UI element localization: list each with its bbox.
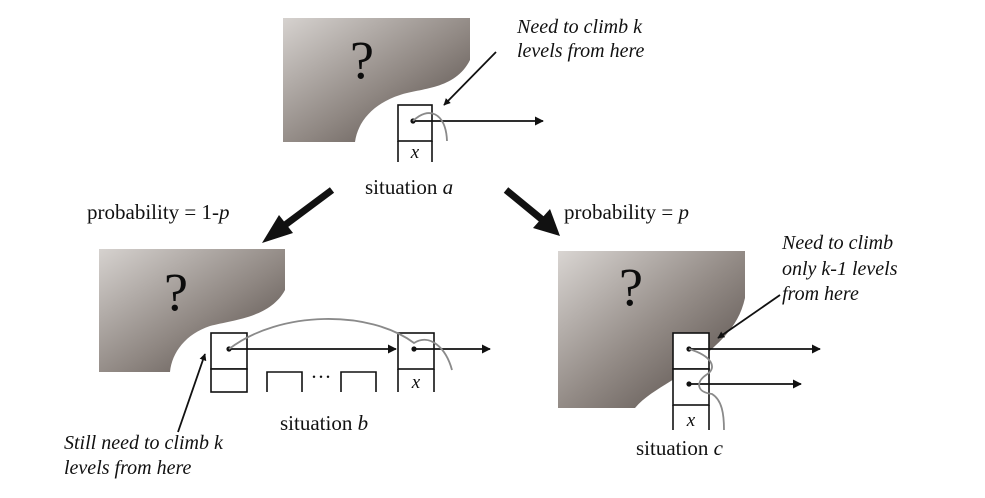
question-mark-b: ? bbox=[164, 262, 188, 322]
branch-right-var: p bbox=[677, 200, 690, 224]
situation-c-label: situation c bbox=[636, 436, 724, 460]
node-b-x-upper-cell bbox=[397, 332, 435, 370]
node-b-mid-1 bbox=[266, 371, 303, 392]
note-c-line-1: Need to climb bbox=[781, 232, 893, 254]
note-b-line-2: levels from here bbox=[64, 457, 191, 479]
branch-left-arrow-shaft bbox=[278, 187, 335, 231]
node-b-label: x bbox=[411, 372, 421, 393]
note-b-pointer bbox=[177, 353, 207, 433]
question-mark-a: ? bbox=[350, 30, 374, 90]
note-a-line-2: levels from here bbox=[517, 40, 644, 62]
situation-a-prefix: situation bbox=[365, 175, 443, 199]
situation-b-letter: b bbox=[358, 411, 369, 435]
node-c-middle-cell bbox=[672, 368, 710, 406]
unknown-region-b bbox=[99, 249, 285, 372]
note-c-pointer bbox=[717, 294, 781, 339]
situation-b-prefix: situation bbox=[280, 411, 358, 435]
branch-right-probability: probability = p bbox=[564, 200, 689, 224]
situation-a-group: ? x Need to climb k levels from here sit… bbox=[283, 16, 644, 199]
note-c-line-2: only k-1 levels bbox=[782, 258, 898, 280]
node-c-upper-cell bbox=[672, 332, 710, 370]
branch-arrows bbox=[262, 187, 560, 243]
unknown-region-a bbox=[283, 18, 470, 142]
note-b-line-1: Still need to climb k bbox=[64, 432, 224, 454]
situation-c-letter: c bbox=[714, 436, 724, 460]
node-a-upper-cell bbox=[397, 104, 433, 142]
branch-left-var: p bbox=[217, 200, 230, 224]
branch-right-arrowhead bbox=[533, 209, 560, 236]
branch-left-probability: probability = 1-p bbox=[87, 200, 230, 224]
node-b-start-lower-cell bbox=[210, 368, 248, 393]
climb-path-b bbox=[228, 318, 453, 371]
branch-left-prefix: probability = 1- bbox=[87, 200, 219, 224]
climb-path-c bbox=[688, 348, 725, 431]
branch-left-arrowhead bbox=[262, 215, 293, 243]
note-a-pointer bbox=[443, 51, 497, 106]
situation-c-group: ? x Need to climb only k-1 levels from h… bbox=[558, 232, 898, 460]
node-b-mid-2 bbox=[340, 371, 377, 392]
note-c-line-3: from here bbox=[782, 283, 859, 305]
branch-right-arrow-shaft bbox=[503, 187, 548, 225]
ellipsis-b: ··· bbox=[311, 365, 332, 389]
node-c-label: x bbox=[686, 410, 696, 431]
situation-c-prefix: situation bbox=[636, 436, 714, 460]
situation-b-group: ? ··· x Still need to climb k levels fro… bbox=[64, 249, 491, 479]
question-mark-c: ? bbox=[619, 257, 643, 317]
node-a-label: x bbox=[410, 142, 420, 163]
situation-a-letter: a bbox=[443, 175, 454, 199]
unknown-region-c bbox=[558, 251, 745, 408]
situation-a-label: situation a bbox=[365, 175, 453, 199]
climb-path-a bbox=[412, 112, 448, 142]
note-a-line-1: Need to climb k bbox=[516, 16, 643, 38]
situation-b-label: situation b bbox=[280, 411, 368, 435]
branch-right-prefix: probability = bbox=[564, 200, 679, 224]
